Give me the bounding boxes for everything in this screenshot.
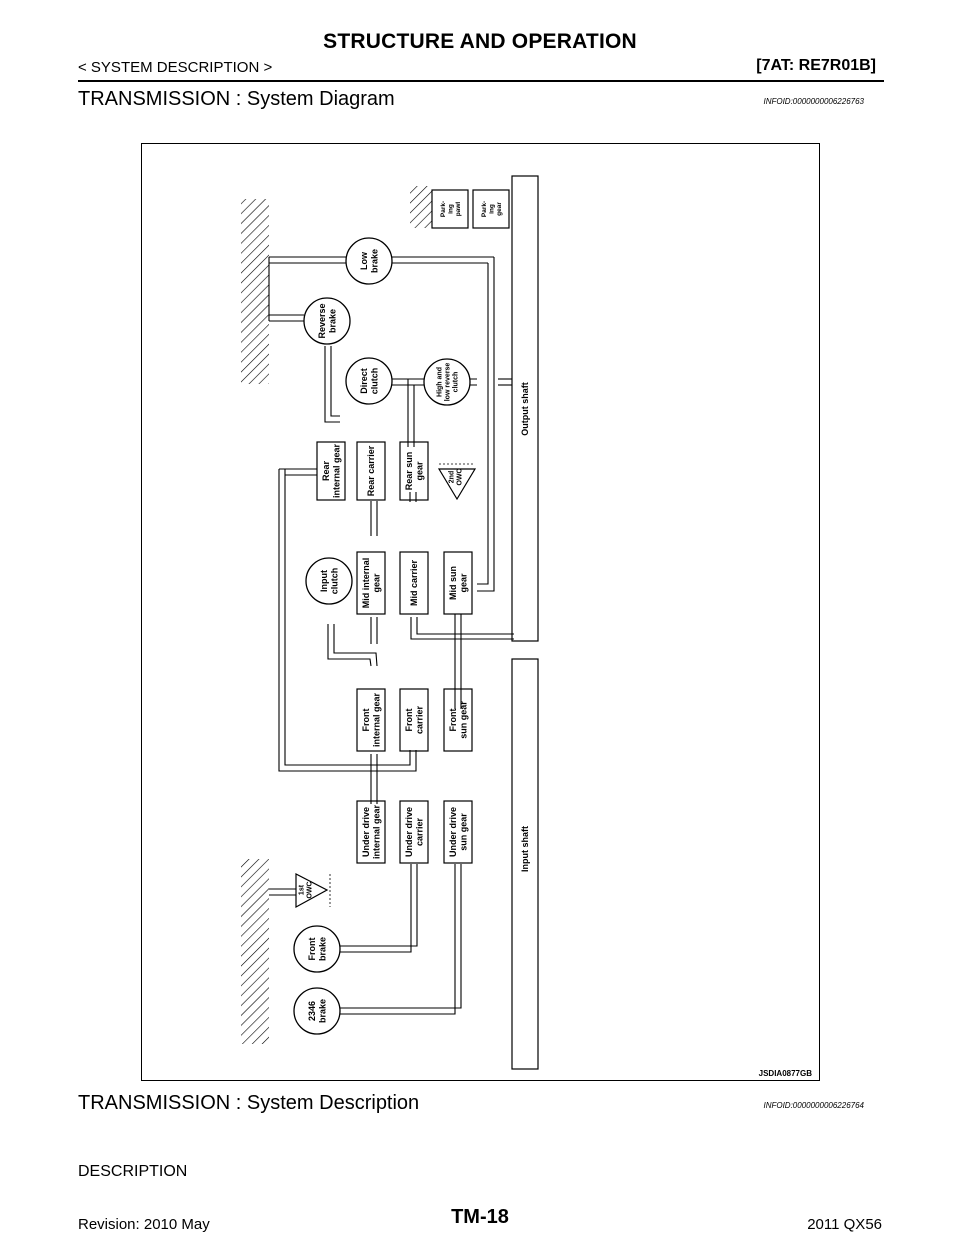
page-header-code: [7AT: RE7R01B] xyxy=(756,57,876,74)
label-under-drive-carrier: Under drivecarrier xyxy=(404,807,424,857)
label-brake-2346: 2346brake xyxy=(307,999,327,1023)
one-way-clutch-triangles xyxy=(295,468,477,909)
page-number: TM-18 xyxy=(451,1206,509,1228)
label-reverse-brake: Reversebrake xyxy=(317,303,337,338)
transmission-case-hatch xyxy=(241,186,432,1044)
page-header-subtitle: < SYSTEM DESCRIPTION > xyxy=(78,59,273,76)
section-infoid: INFOID:0000000006226763 xyxy=(763,97,864,106)
shaft-bodies xyxy=(511,175,539,1070)
page-header-title: STRUCTURE AND OPERATION xyxy=(323,30,637,53)
label-input-clutch: Inputclutch xyxy=(319,568,339,595)
diagram-labels: Park-ingpawl Park-inggearLowbrakeReverseb… xyxy=(298,201,530,1023)
figure-code: JSDIA0877GB xyxy=(759,1069,813,1078)
label-parking-gear: Park-inggear xyxy=(481,201,503,217)
label-mid-internal-gear: Mid internalgear xyxy=(361,558,381,609)
label-parking-pawl: Park-ingpawl xyxy=(440,201,462,217)
label-front-brake: Frontbrake xyxy=(307,937,327,961)
gear-boxes xyxy=(316,441,473,864)
clutch-brake-circles xyxy=(293,237,471,1035)
label-under-drive-sun-gear: Under drivesun gear xyxy=(448,807,468,857)
owc-dashed-lines xyxy=(329,463,475,907)
label-high-low-reverse-clutch: High andlow reverseclutch xyxy=(436,363,459,402)
system-diagram-svg: Park-ingpawl Park-inggearLowbrakeReverseb… xyxy=(241,175,813,1078)
label-rear-carrier: Rear carrier xyxy=(366,445,376,496)
label-owc-1st: 1stOWC xyxy=(298,881,313,898)
label-under-drive-internal-gear: Under driveinternal gear xyxy=(361,805,381,860)
label-front-internal-gear: Frontinternal gear xyxy=(361,693,381,748)
section-title-system-diagram: TRANSMISSION : System Diagram xyxy=(78,88,395,110)
label-front-sun-gear: Frontsun gear xyxy=(448,701,468,739)
footer-revision: Revision: 2010 May xyxy=(78,1216,210,1233)
parking-gear-box xyxy=(472,189,510,229)
label-output-shaft: Output shaft xyxy=(520,382,530,436)
label-rear-internal-gear: Rearinternal gear xyxy=(321,444,341,499)
header-rule xyxy=(78,80,884,82)
parking-pawl-box xyxy=(431,189,469,229)
footer-model: 2011 QX56 xyxy=(807,1216,882,1233)
label-low-brake: Lowbrake xyxy=(359,249,379,273)
label-input-shaft: Input shaft xyxy=(520,826,530,872)
label-owc-2nd: 2ndOWC xyxy=(448,468,463,485)
label-mid-sun-gear: Mid sungear xyxy=(448,566,468,600)
label-direct-clutch: Directclutch xyxy=(359,368,379,395)
label-mid-carrier: Mid carrier xyxy=(409,559,419,606)
label-front-carrier: Frontcarrier xyxy=(404,705,424,734)
section2-infoid: INFOID:0000000006226764 xyxy=(763,1101,864,1110)
section-title-system-description: TRANSMISSION : System Description xyxy=(78,1092,420,1114)
description-heading: DESCRIPTION xyxy=(78,1163,188,1180)
label-rear-sun-gear: Rear sungear xyxy=(404,452,424,491)
